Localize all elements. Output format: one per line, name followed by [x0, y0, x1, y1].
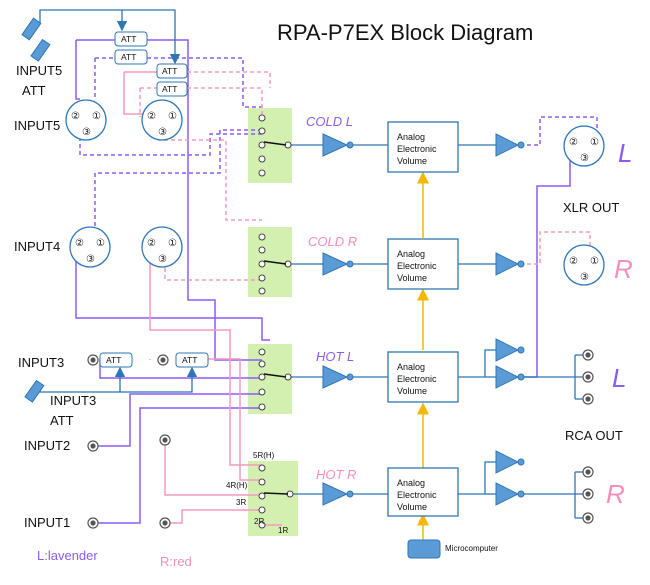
- att-label: ATT: [106, 355, 121, 365]
- pin-label: ②: [75, 238, 84, 249]
- volume-label-line: Volume: [397, 156, 427, 166]
- volume-label-line: Analog: [397, 478, 425, 488]
- pin-label: ③: [82, 127, 91, 138]
- input1-label: INPUT1: [24, 515, 70, 530]
- att-label: ATT: [121, 52, 136, 62]
- xlr-output-l: ② ① ③: [563, 125, 605, 167]
- xlr-out-label: XLR OUT: [563, 200, 619, 215]
- pin-label: ③: [86, 254, 95, 265]
- pin-label: ③: [580, 153, 589, 164]
- xlr-input-5b: ② ① ③: [141, 99, 183, 141]
- xlr-input-5a: ② ① ③: [65, 99, 107, 141]
- rca-l-label: L: [612, 363, 626, 393]
- att-label: ATT: [162, 84, 177, 94]
- pin-label: ②: [147, 238, 156, 249]
- input5-att-label: INPUT5: [16, 63, 62, 78]
- att-label: ATT: [162, 66, 177, 76]
- volume-label-line: Volume: [397, 273, 427, 283]
- pin-label: ①: [168, 111, 177, 122]
- xlr-l-label: L: [618, 138, 632, 168]
- pin-label: ③: [158, 254, 167, 265]
- volume-label-line: Analog: [397, 132, 425, 142]
- volume-label-line: Volume: [397, 386, 427, 396]
- xlr-input-4a: ② ① ③: [69, 226, 111, 268]
- pin-label: ②: [71, 111, 80, 122]
- xlr-output-r: ② ① ③: [563, 244, 605, 286]
- stage-label-hot-l: HOT L: [316, 349, 354, 364]
- att-knob-icon: [21, 17, 51, 62]
- volume-label-line: Analog: [397, 249, 425, 259]
- rca-out-label: RCA OUT: [565, 428, 623, 443]
- volume-label-line: Volume: [397, 502, 427, 512]
- input3-att-label: ATT: [50, 413, 74, 428]
- pink-wiring: [123, 71, 591, 526]
- xlr-input-4b: ② ① ③: [141, 226, 183, 268]
- att-boxes: ATT ATT ATT ATT ATT ATT: [99, 31, 209, 368]
- legend-lavender: L:lavender: [37, 548, 98, 563]
- pin-label: ②: [147, 111, 156, 122]
- volume-label-line: Electronic: [397, 490, 437, 500]
- switch-label-5r: 5R(H): [253, 451, 275, 460]
- pin-label: ②: [569, 137, 578, 148]
- pin-label: ①: [92, 111, 101, 122]
- att-knob-icon: [24, 379, 45, 403]
- rca-r-label: R: [606, 479, 625, 509]
- legend-red: R:red: [160, 554, 192, 569]
- rca-jacks: [87, 349, 594, 529]
- pin-label: ①: [590, 256, 599, 267]
- pin-label: ①: [168, 238, 177, 249]
- att-label: ATT: [121, 34, 136, 44]
- switch-panel-hot-r: [248, 461, 298, 536]
- volume-block-cold-l: Analog Electronic Volume: [387, 121, 459, 173]
- volume-block-hot-r: Analog Electronic Volume: [387, 467, 459, 517]
- buffer-amplifiers: [322, 133, 525, 506]
- microcomputer-block: [407, 539, 441, 559]
- volume-label-line: Electronic: [397, 144, 437, 154]
- stage-label-cold-r: COLD R: [308, 234, 357, 249]
- blue-wiring: [39, 9, 584, 519]
- input3-att-label: INPUT3: [50, 393, 96, 408]
- xlr-r-label: R: [614, 254, 633, 284]
- att-label: ATT: [182, 355, 197, 365]
- volume-block-cold-r: Analog Electronic Volume: [387, 238, 459, 290]
- volume-label-line: Electronic: [397, 374, 437, 384]
- pin-label: ②: [569, 256, 578, 267]
- switch-wipers: [263, 141, 289, 495]
- stage-label-cold-l: COLD L: [306, 114, 353, 129]
- lavender-wiring: [75, 39, 598, 524]
- volume-label-line: Analog: [397, 362, 425, 372]
- input3-label: INPUT3: [18, 355, 64, 370]
- input5-att-label: ATT: [22, 83, 46, 98]
- pin-label: ①: [590, 137, 599, 148]
- switch-label-2r: 2R: [254, 517, 264, 526]
- switch-label-3r: 3R: [236, 498, 246, 507]
- switch-label-4r: 4R(H): [226, 481, 248, 490]
- microcomputer-label: Microcomputer: [445, 544, 498, 553]
- pin-label: ③: [580, 272, 589, 283]
- pin-label: ①: [96, 238, 105, 249]
- switch-contacts: [258, 114, 294, 529]
- volume-label-line: Electronic: [397, 261, 437, 271]
- switch-panel-hot-l: [248, 344, 292, 414]
- diagram-title: RPA-P7EX Block Diagram: [277, 20, 533, 45]
- input5-label: INPUT5: [14, 118, 60, 133]
- pin-label: ③: [158, 127, 167, 138]
- input2-label: INPUT2: [24, 438, 70, 453]
- stage-label-hot-r: HOT R: [316, 467, 356, 482]
- volume-block-hot-l: Analog Electronic Volume: [387, 351, 459, 403]
- input4-label: INPUT4: [14, 239, 60, 254]
- switch-label-1r: 1R: [278, 526, 288, 535]
